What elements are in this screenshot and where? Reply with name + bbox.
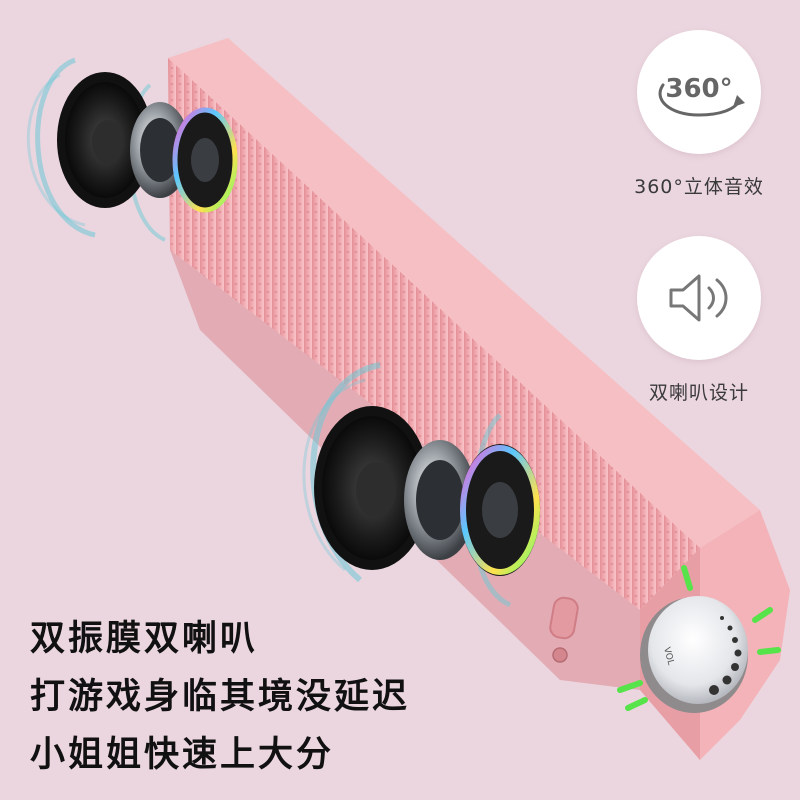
upper-speaker-driver xyxy=(26,57,238,242)
feature-360-label: 360°立体音效 xyxy=(634,176,764,198)
rotate-360-icon: 360° xyxy=(658,74,745,117)
speaker-volume-icon xyxy=(669,274,728,322)
feature-360-circle: 360° xyxy=(637,30,761,154)
feature-speaker-label: 双喇叭设计 xyxy=(648,382,749,404)
svg-text:360°: 360° xyxy=(665,74,732,104)
feature-speaker-circle xyxy=(637,236,761,360)
headline-line-3: 小姐姐快速上大分 xyxy=(30,735,335,775)
green-indicator-lights xyxy=(617,565,781,711)
headline-line-2: 打游戏身临其境没延迟 xyxy=(30,677,411,717)
headline-line-1: 双振膜双喇叭 xyxy=(30,619,259,659)
volume-knob-label: VOL xyxy=(661,646,675,666)
volume-knob[interactable] xyxy=(640,596,748,713)
lower-speaker-driver xyxy=(302,362,540,608)
